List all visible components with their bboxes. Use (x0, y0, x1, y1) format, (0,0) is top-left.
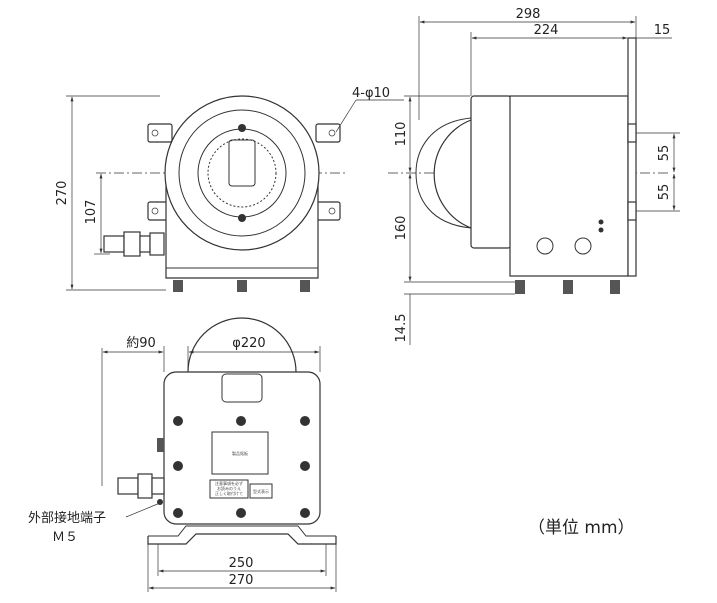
dim-body-depth: 224 (534, 23, 559, 38)
warning-line-3: 正しく取付けて (215, 490, 243, 496)
ground-terminal-size: Ｍ５ (52, 530, 78, 545)
bottom-view (101, 317, 337, 592)
dim-upper: 110 (394, 122, 409, 147)
dim-holes: 4-φ10 (352, 86, 390, 101)
dim-connector: 約90 (126, 336, 156, 351)
front-view (66, 95, 404, 292)
warning-line-2: お読みのうえ (217, 485, 241, 491)
nameplate-text: 製品銘板 (232, 450, 248, 456)
dim-lower: 160 (394, 216, 409, 241)
dim-height-total: 270 (55, 181, 70, 206)
dim-dome-dia: φ220 (232, 336, 265, 351)
warning-line-1: 注意事項を必ず (215, 480, 243, 486)
dim-overall-depth: 298 (516, 7, 541, 22)
dim-center-height: 107 (84, 200, 99, 225)
dim-mount-pitch: 250 (229, 556, 254, 571)
side-view (388, 16, 680, 345)
dim-foot: 14.5 (394, 314, 409, 343)
small-plate-text: 型式表示 (253, 488, 269, 494)
dim-spacing-a: 55 (657, 145, 672, 162)
dim-base-width: 270 (229, 573, 254, 588)
unit-note: （単位 mm） (528, 518, 635, 538)
ground-terminal-label: 外部接地端子 (28, 510, 106, 526)
dim-bracket: 15 (654, 23, 671, 38)
dim-spacing-b: 55 (657, 184, 672, 201)
